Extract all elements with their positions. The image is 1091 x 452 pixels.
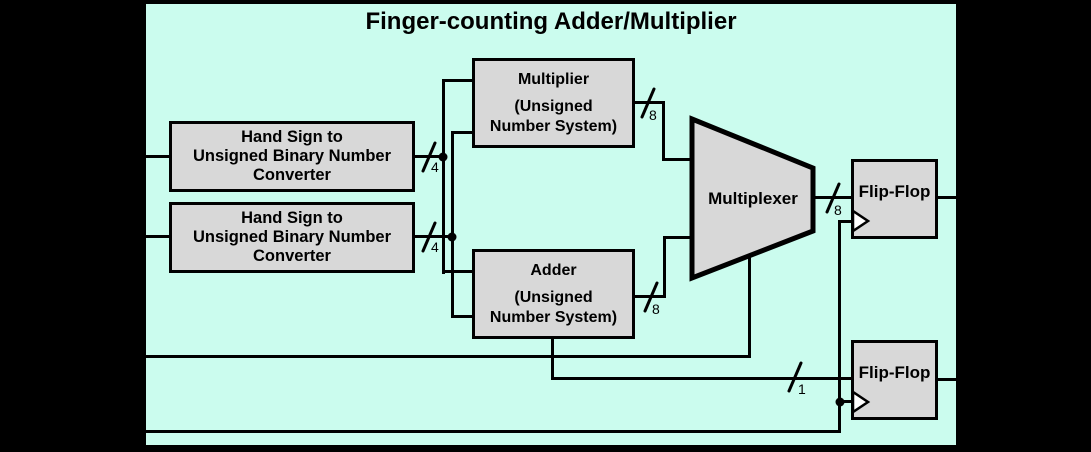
block-label-line: Flip-Flop: [858, 182, 931, 201]
wire-mux-select-vertical: [748, 255, 751, 358]
block-hand-sign-converter-1: Hand Sign to Unsigned Binary Number Conv…: [169, 121, 415, 192]
wire-clock-flipflop2-stub: [838, 400, 854, 403]
bus-slash-multiplier-out: [640, 87, 656, 119]
wire-converter2-output: [413, 235, 454, 238]
block-label-line: Number System): [489, 308, 618, 326]
wire-adder-carry-horizontal: [551, 377, 854, 380]
block-label-line: Unsigned Binary Number: [192, 228, 392, 246]
bus-slash-converter2-out: [421, 221, 437, 253]
bus-slash-converter1-out: [421, 141, 437, 173]
junction-dot-clock: [835, 397, 845, 407]
wire-adder-output-h2: [663, 236, 694, 239]
block-label-line: Converter: [253, 247, 331, 265]
block-label-line: Hand Sign to: [241, 128, 343, 146]
block-label-line: Hand Sign to: [241, 209, 343, 227]
wire-bus2-vertical: [451, 131, 454, 318]
bus-width-adder-carry: 1: [798, 381, 806, 397]
wire-adder-output-v: [663, 236, 666, 298]
block-label-line: Converter: [253, 166, 331, 184]
wire-converter2-input: [146, 235, 172, 238]
bus-width-mux-out: 8: [834, 202, 842, 218]
block-label-line: Unsigned Binary Number: [192, 147, 392, 165]
wire-multiplier-output-h2: [662, 158, 694, 161]
wire-clock-horizontal: [146, 430, 841, 433]
wire-adder-input-a: [442, 270, 474, 273]
block-label-line: (Unsigned: [514, 97, 593, 115]
wire-flipflop1-output: [935, 196, 958, 199]
clock-triangle-flipflop1: [851, 208, 871, 234]
block-label-line: Flip-Flop: [858, 363, 931, 382]
bus-slash-adder-carry: [787, 361, 803, 393]
wire-mux-select-horizontal: [146, 355, 751, 358]
junction-dot-bus2: [447, 232, 457, 242]
block-label-line: (Unsigned: [514, 288, 593, 306]
block-hand-sign-converter-2: Hand Sign to Unsigned Binary Number Conv…: [169, 202, 415, 273]
wire-converter1-input: [146, 155, 172, 158]
block-label-line: Adder: [530, 261, 577, 279]
wire-multiplier-output-v: [662, 101, 665, 161]
bus-width-multiplier-out: 8: [649, 107, 657, 123]
multiplexer-trapezoid: [689, 115, 816, 282]
clock-triangle-flipflop2: [851, 389, 871, 415]
wire-multiplier-input-b: [451, 131, 474, 134]
bus-width-converter2-out: 4: [431, 239, 439, 255]
multiplexer-label: Multiplexer: [708, 189, 798, 208]
block-flipflop-1: Flip-Flop: [851, 159, 938, 239]
wire-bus1-vertical: [442, 79, 445, 274]
bus-slash-adder-out: [643, 281, 659, 313]
wire-adder-carry-vertical: [551, 337, 554, 380]
block-multiplier: Multiplier (Unsigned Number System): [472, 58, 635, 148]
wire-adder-input-b: [451, 315, 474, 318]
block-label-line: Multiplier: [517, 70, 590, 88]
block-adder: Adder (Unsigned Number System): [472, 249, 635, 339]
block-label-line: Number System): [489, 117, 618, 135]
bus-width-converter1-out: 4: [431, 159, 439, 175]
diagram-title: Finger-counting Adder/Multiplier: [365, 8, 737, 35]
wire-multiplier-input-a: [442, 79, 474, 82]
wire-clock-flipflop1-stub: [838, 220, 854, 223]
wire-clock-vertical: [838, 220, 841, 433]
junction-dot-bus1: [438, 152, 448, 162]
wire-adder-output-h1: [632, 295, 666, 298]
bus-width-adder-out: 8: [652, 301, 660, 317]
bus-slash-mux-out: [825, 182, 841, 214]
wire-mux-output: [810, 196, 853, 199]
wire-flipflop2-output: [934, 378, 958, 381]
block-flipflop-2: Flip-Flop: [851, 340, 938, 420]
